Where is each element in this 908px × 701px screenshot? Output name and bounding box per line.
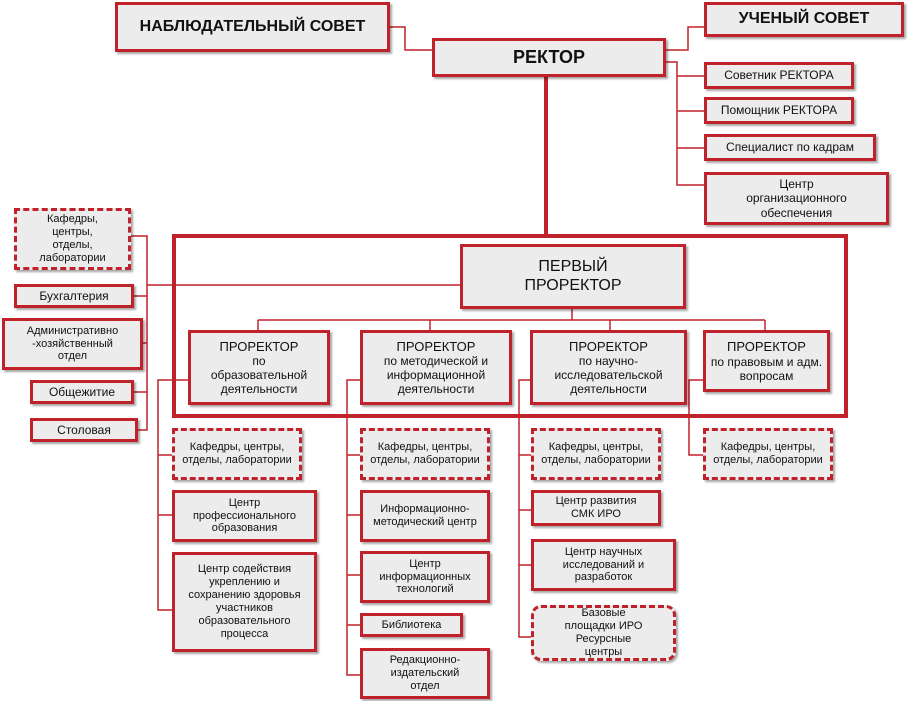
- col2-departments-label: Кафедры, центры, отделы, лаборатории: [370, 441, 480, 466]
- supervisory-board-label: НАБЛЮДАТЕЛЬНЫЙ СОВЕТ: [139, 17, 366, 35]
- first-vice-rector-box[interactable]: ПЕРВЫЙ ПРОРЕКТОР: [460, 244, 686, 309]
- col2-departments-box[interactable]: Кафедры, центры, отделы, лаборатории: [360, 428, 490, 480]
- qms-development-center-box[interactable]: Центр развития СМК ИРО: [531, 490, 661, 526]
- publishing-department-box[interactable]: Редакционно-издательский отдел: [360, 648, 490, 699]
- rector-assistant-box[interactable]: Помощник РЕКТОРА: [704, 97, 854, 124]
- col1-departments-label: Кафедры, центры, отделы, лаборатории: [182, 441, 292, 466]
- research-center-label: Центр научных исследований и разработок: [562, 545, 645, 584]
- vocational-education-center-label: Центр профессионального образования: [192, 496, 297, 535]
- col3-departments-box[interactable]: Кафедры, центры, отделы, лаборатории: [531, 428, 661, 480]
- academic-council-box[interactable]: УЧЕНЫЙ СОВЕТ: [704, 2, 904, 37]
- rector-advisor-label: Советник РЕКТОРА: [724, 68, 834, 83]
- rector-advisor-box[interactable]: Советник РЕКТОРА: [704, 62, 854, 89]
- vice-rector-methodical-area: по методической и информационной деятель…: [383, 353, 489, 397]
- qms-development-center-label: Центр развития СМК ИРО: [555, 495, 637, 520]
- rector-box[interactable]: РЕКТОР: [432, 38, 666, 77]
- base-sites-box[interactable]: Базовые площадки ИРО Ресурсные центры: [531, 605, 676, 661]
- admin-household-box[interactable]: Административно -хозяйственный отдел: [2, 318, 143, 370]
- it-center-label: Центр информационных технологий: [379, 557, 471, 596]
- vocational-education-center-box[interactable]: Центр профессионального образования: [172, 490, 317, 542]
- academic-council-label: УЧЕНЫЙ СОВЕТ: [738, 10, 870, 28]
- org-support-center-label: Центр организационного обеспечения: [746, 177, 847, 220]
- left-departments-label: Кафедры, центры, отделы, лаборатории: [39, 213, 106, 264]
- supervisory-board-box[interactable]: НАБЛЮДАТЕЛЬНЫЙ СОВЕТ: [115, 2, 390, 52]
- base-sites-label: Базовые площадки ИРО Ресурсные центры: [564, 607, 643, 658]
- dormitory-box[interactable]: Общежитие: [30, 380, 134, 404]
- vice-rector-education-area: по образовательной деятельности: [210, 353, 308, 397]
- col4-departments-label: Кафедры, центры, отделы, лаборатории: [713, 441, 823, 466]
- publishing-department-label: Редакционно-издательский отдел: [389, 654, 461, 692]
- first-vice-rector-frame: [172, 234, 848, 418]
- vice-rector-methodical-title: ПРОРЕКТОР: [396, 338, 476, 354]
- canteen-label: Столовая: [57, 422, 111, 437]
- canteen-box[interactable]: Столовая: [30, 418, 138, 442]
- vice-rector-research-area: по научно-исследовательской деятельности: [554, 353, 663, 397]
- rector-assistant-label: Помощник РЕКТОРА: [720, 103, 838, 118]
- vice-rector-legal-area: по правовым и адм. вопросам: [710, 354, 823, 383]
- vice-rector-methodical-box[interactable]: ПРОРЕКТОР по методической и информационн…: [360, 330, 512, 405]
- vice-rector-legal-title: ПРОРЕКТОР: [727, 339, 806, 355]
- research-center-box[interactable]: Центр научных исследований и разработок: [531, 539, 676, 591]
- health-center-box[interactable]: Центр содействия укреплению и сохранению…: [172, 552, 317, 652]
- col3-departments-label: Кафедры, центры, отделы, лаборатории: [541, 441, 651, 466]
- it-center-box[interactable]: Центр информационных технологий: [360, 551, 490, 603]
- vice-rector-research-title: ПРОРЕКТОР: [569, 338, 648, 354]
- info-methodical-center-box[interactable]: Информационно-методический центр: [360, 490, 490, 542]
- hr-specialist-box[interactable]: Специалист по кадрам: [704, 134, 876, 161]
- vice-rector-education-box[interactable]: ПРОРЕКТОР по образовательной деятельност…: [188, 330, 330, 405]
- vice-rector-research-box[interactable]: ПРОРЕКТОР по научно-исследовательской де…: [530, 330, 687, 405]
- dormitory-label: Общежитие: [48, 384, 116, 399]
- col1-departments-box[interactable]: Кафедры, центры, отделы, лаборатории: [172, 428, 302, 480]
- org-support-center-box[interactable]: Центр организационного обеспечения: [704, 172, 889, 225]
- first-vice-rector-label: ПЕРВЫЙ ПРОРЕКТОР: [524, 257, 622, 294]
- library-box[interactable]: Библиотека: [360, 613, 463, 637]
- rector-label: РЕКТОР: [513, 46, 585, 67]
- admin-household-label: Административно -хозяйственный отдел: [26, 324, 119, 363]
- health-center-label: Центр содействия укреплению и сохранению…: [188, 563, 301, 640]
- left-departments-box[interactable]: Кафедры, центры, отделы, лаборатории: [14, 208, 131, 270]
- vice-rector-legal-box[interactable]: ПРОРЕКТОР по правовым и адм. вопросам: [703, 330, 830, 392]
- col4-departments-box[interactable]: Кафедры, центры, отделы, лаборатории: [703, 428, 833, 480]
- library-label: Библиотека: [381, 618, 442, 631]
- hr-specialist-label: Специалист по кадрам: [726, 140, 854, 155]
- accounting-label: Бухгалтерия: [39, 288, 109, 303]
- info-methodical-center-label: Информационно-методический центр: [373, 503, 477, 528]
- accounting-box[interactable]: Бухгалтерия: [14, 284, 134, 308]
- vice-rector-education-title: ПРОРЕКТОР: [219, 338, 299, 354]
